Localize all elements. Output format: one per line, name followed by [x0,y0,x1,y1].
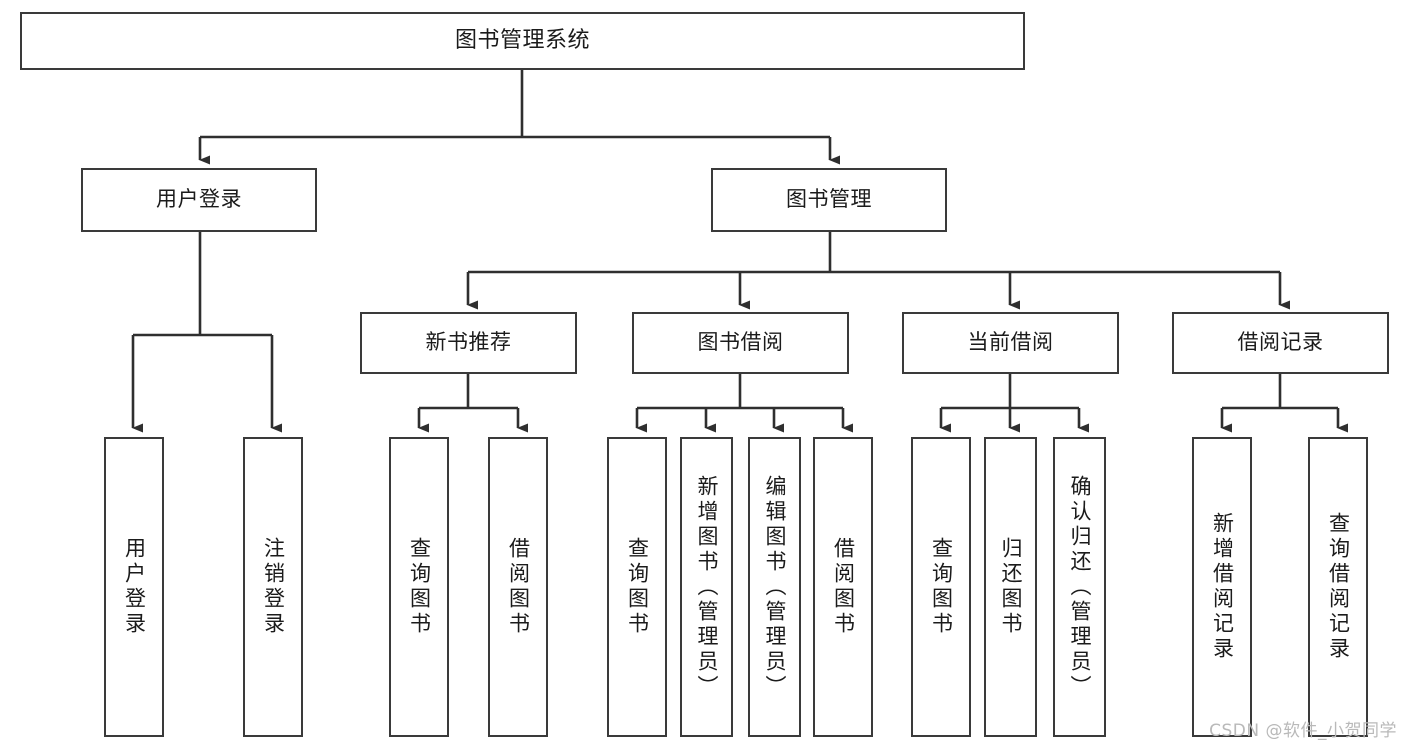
node-label: 用户登录 [122,537,147,637]
node-leaf-borrow-book[interactable]: 借阅图书 [813,437,873,737]
node-leaf-add-book-admin[interactable]: 新增图书（管理员） [680,437,733,737]
node-leaf-query-book-current[interactable]: 查询图书 [911,437,971,737]
node-label: 借阅记录 [1237,330,1324,355]
node-leaf-edit-book-admin[interactable]: 编辑图书（管理员） [748,437,801,737]
node-label: 查询图书 [929,537,954,637]
node-borrow-record[interactable]: 借阅记录 [1172,312,1389,374]
node-label: 图书管理 [786,187,872,212]
node-leaf-add-borrow-record[interactable]: 新增借阅记录 [1192,437,1252,737]
node-user-login[interactable]: 用户登录 [81,168,317,232]
node-leaf-user-login[interactable]: 用户登录 [104,437,164,737]
node-label: 编辑图书（管理员） [763,474,787,700]
node-label: 借阅图书 [831,537,856,637]
node-book-manage[interactable]: 图书管理 [711,168,947,232]
node-label: 新增借阅记录 [1210,512,1235,662]
csdn-watermark: CSDN @软件_小贺同学 [1209,721,1397,741]
node-label: 图书管理系统 [454,27,590,53]
node-current-borrow[interactable]: 当前借阅 [902,312,1119,374]
node-label: 借阅图书 [506,537,531,637]
node-book-borrow[interactable]: 图书借阅 [632,312,849,374]
node-label: 新增图书（管理员） [695,474,719,700]
node-new-book-recommend[interactable]: 新书推荐 [360,312,577,374]
node-label: 确认归还（管理员） [1068,474,1092,700]
node-root-book-management-system[interactable]: 图书管理系统 [20,12,1025,70]
node-label: 查询图书 [625,537,650,637]
node-label: 图书借阅 [697,330,784,355]
node-leaf-confirm-return-admin[interactable]: 确认归还（管理员） [1053,437,1106,737]
node-label: 用户登录 [156,187,242,212]
node-leaf-query-book-borrow[interactable]: 查询图书 [607,437,667,737]
node-leaf-query-borrow-record[interactable]: 查询借阅记录 [1308,437,1368,737]
node-leaf-return-book[interactable]: 归还图书 [984,437,1037,737]
node-label: 注销登录 [261,537,286,637]
node-leaf-user-logout[interactable]: 注销登录 [243,437,303,737]
node-label: 归还图书 [999,537,1023,637]
node-label: 查询图书 [407,537,432,637]
node-label: 查询借阅记录 [1326,512,1351,662]
node-leaf-borrow-book-recommend[interactable]: 借阅图书 [488,437,548,737]
node-leaf-query-book-recommend[interactable]: 查询图书 [389,437,449,737]
node-label: 当前借阅 [967,330,1054,355]
node-label: 新书推荐 [425,330,512,355]
